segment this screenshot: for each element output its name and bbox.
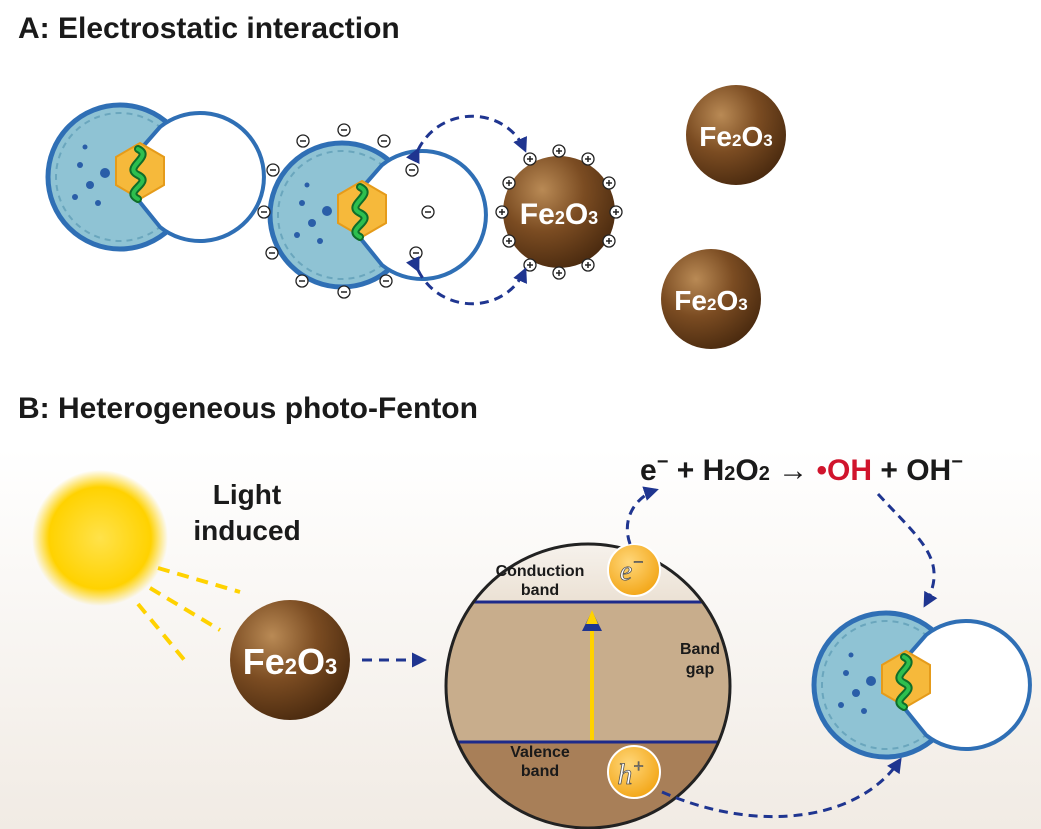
electron-icon xyxy=(607,543,661,597)
fe2o3-label-free-1: Fe2O3 xyxy=(699,121,772,152)
panel-b-title: B: Heterogeneous photo-Fenton xyxy=(18,392,478,425)
fe2o3-label-b: Fe2O3 xyxy=(243,641,338,682)
conduction-label-line1: Conduction xyxy=(496,563,585,580)
hole-to-cell-arrow xyxy=(661,757,902,819)
radical-to-cell-arrow xyxy=(876,492,938,608)
valence-label-line1: Valence xyxy=(510,744,570,761)
light-rays xyxy=(136,566,241,664)
panel-a-title: A: Electrostatic interaction xyxy=(18,12,400,45)
light-label-line1: Light xyxy=(213,479,281,510)
fe2o3-particle-free-2 xyxy=(661,249,761,349)
fe2o3-particle-free-1 xyxy=(686,85,786,185)
fe2o3-particle-charged xyxy=(503,156,615,268)
conduction-label-line2: band xyxy=(521,582,559,599)
fenton-equation: e− + H2O2 → •OH + OH− xyxy=(640,451,963,487)
fe2o3-label-charged: Fe2O3 xyxy=(520,198,598,231)
cell-b-target xyxy=(814,613,1030,757)
hole-icon xyxy=(607,745,661,799)
sun-icon xyxy=(32,470,168,606)
fe2o3-particle-b xyxy=(230,600,350,720)
band-gap-label-line2: gap xyxy=(686,661,715,678)
fe2o3-label-free-2: Fe2O3 xyxy=(674,285,747,316)
valence-label-line2: band xyxy=(521,763,559,780)
electron-to-equation-arrow xyxy=(625,486,659,545)
electron-label: e− xyxy=(620,552,645,587)
hole-label: h+ xyxy=(617,756,644,791)
cell-a-charged xyxy=(270,143,486,287)
cell-a-free xyxy=(48,105,264,249)
band-diagram-border xyxy=(444,542,732,829)
attraction-arrow-bottom xyxy=(405,255,527,306)
band-gap-label-line1: Band xyxy=(680,641,720,658)
attraction-arrow-top xyxy=(405,114,527,165)
light-label-line2: induced xyxy=(193,515,300,546)
